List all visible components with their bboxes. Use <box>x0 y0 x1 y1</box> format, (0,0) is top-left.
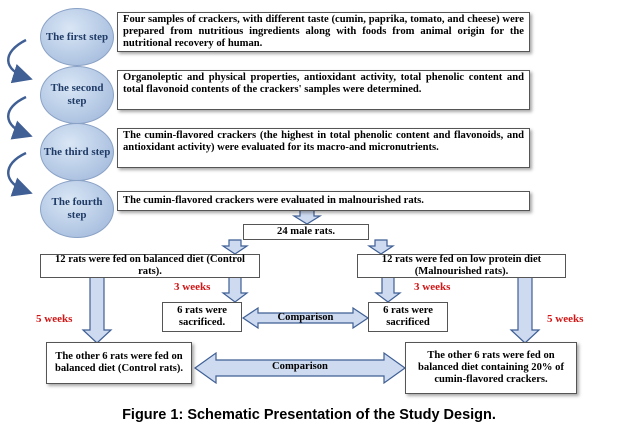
down-arrow-to-sacrificed-left <box>221 276 249 303</box>
down-arrow-to-control-final <box>81 276 113 344</box>
malnourished-box: 12 rats were fed on low protein diet (Ma… <box>357 254 566 278</box>
duration-label-right-short: 3 weeks <box>414 281 451 293</box>
step-box-1: Four samples of crackers, with different… <box>117 12 530 52</box>
curve-arrow-1-2 <box>7 38 33 84</box>
sacrificed-left-box: 6 rats were sacrificed. <box>162 302 242 332</box>
figure-caption: Figure 1: Schematic Presentation of the … <box>122 407 496 423</box>
down-arrow-to-male-rats <box>291 209 323 225</box>
duration-label-right-long: 5 weeks <box>547 313 584 325</box>
step-box-4: The cumin-flavored crackers were evaluat… <box>117 191 530 211</box>
step-circle-4: The fourth step <box>40 180 114 238</box>
curve-arrow-2-3 <box>7 95 33 140</box>
down-arrow-to-malnourished <box>367 239 395 255</box>
sacrificed-right-box: 6 rats were sacrificed <box>368 302 448 332</box>
malnourished-final-box: The other 6 rats were fed on balanced di… <box>405 342 577 394</box>
male-rats-box: 24 male rats. <box>243 224 369 240</box>
comparison-label-upper: Comparison <box>277 312 334 323</box>
curve-arrow-3-4 <box>7 151 33 197</box>
step-box-2: Organoleptic and physical properties, an… <box>117 70 530 110</box>
step-circle-2: The second step <box>40 66 114 124</box>
duration-label-left-short: 3 weeks <box>174 281 211 293</box>
down-arrow-to-control <box>221 239 249 255</box>
down-arrow-to-malnourished-final <box>509 276 541 344</box>
down-arrow-to-sacrificed-right <box>374 276 402 303</box>
duration-label-left-long: 5 weeks <box>36 313 73 325</box>
control-box: 12 rats were fed on balanced diet (Contr… <box>40 254 260 278</box>
step-circle-1: The first step <box>40 8 114 66</box>
comparison-label-lower: Comparison <box>272 361 328 372</box>
step-circle-3: The third step <box>40 123 114 181</box>
control-final-box: The other 6 rats were fed on balanced di… <box>46 342 192 384</box>
step-box-3: The cumin-flavored crackers (the highest… <box>117 128 530 168</box>
